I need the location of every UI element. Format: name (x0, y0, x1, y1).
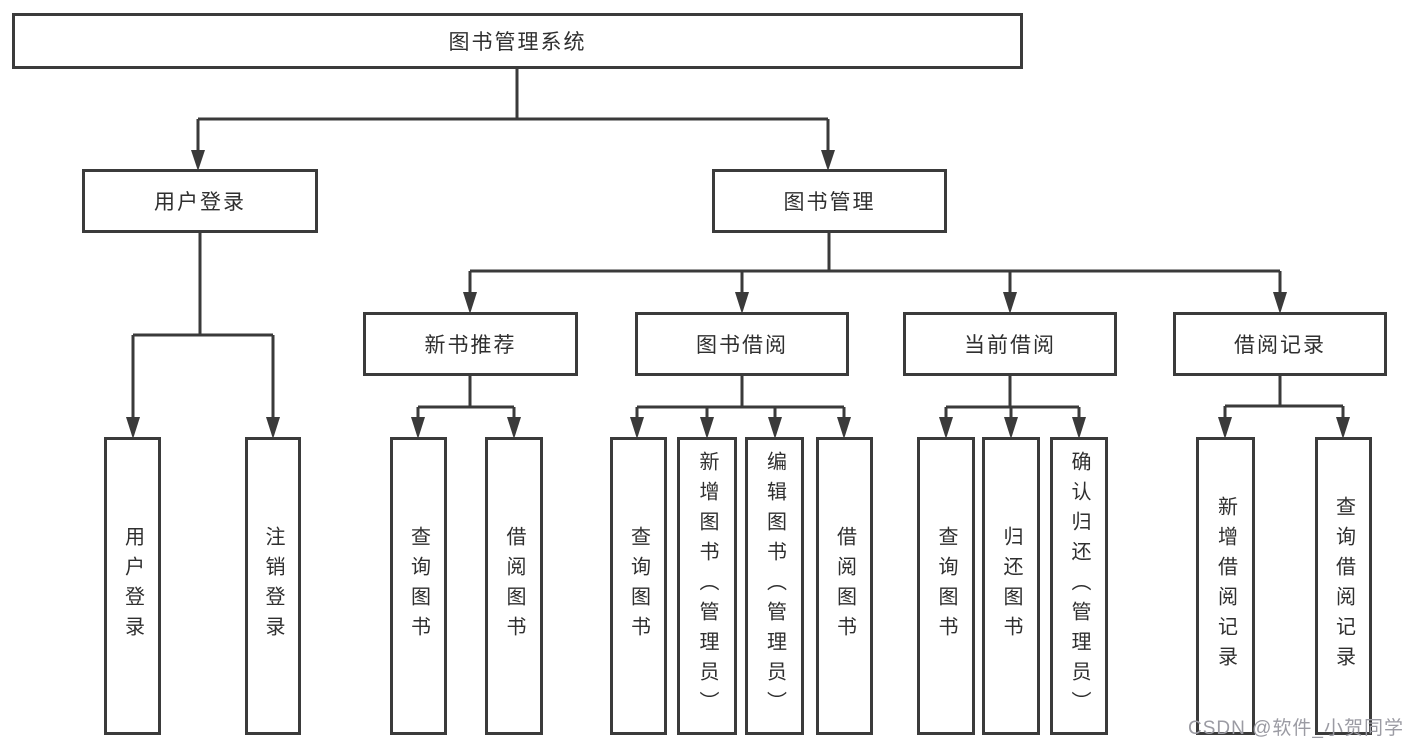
leaf-confirm-return-admin: 确认归还（管理员） (1050, 437, 1108, 735)
node-book-management: 图书管理 (712, 169, 947, 233)
node-book-borrow: 图书借阅 (635, 312, 849, 376)
node-root: 图书管理系统 (12, 13, 1023, 69)
leaf-query-borrow-record: 查询借阅记录 (1315, 437, 1372, 735)
leaf-recommend-borrow-books: 借阅图书 (485, 437, 543, 735)
node-new-book-recommend: 新书推荐 (363, 312, 578, 376)
node-user-login: 用户登录 (82, 169, 318, 233)
watermark-text: CSDN @软件_小贺同学 (1188, 718, 1404, 739)
leaf-return-book: 归还图书 (982, 437, 1040, 735)
connector-arrowheads (126, 150, 1350, 439)
leaf-add-book-admin: 新增图书（管理员） (677, 437, 737, 735)
leaf-logout: 注销登录 (245, 437, 301, 735)
leaf-current-query-books: 查询图书 (917, 437, 975, 735)
leaf-borrow-query-books: 查询图书 (610, 437, 667, 735)
leaf-edit-book-admin: 编辑图书（管理员） (745, 437, 804, 735)
leaf-add-borrow-record: 新增借阅记录 (1196, 437, 1255, 735)
connector-segments (131, 69, 1345, 418)
node-current-borrow: 当前借阅 (903, 312, 1117, 376)
leaf-borrow-books: 借阅图书 (816, 437, 873, 735)
leaf-recommend-query-books: 查询图书 (390, 437, 447, 735)
leaf-user-login: 用户登录 (104, 437, 161, 735)
node-borrow-records: 借阅记录 (1173, 312, 1387, 376)
